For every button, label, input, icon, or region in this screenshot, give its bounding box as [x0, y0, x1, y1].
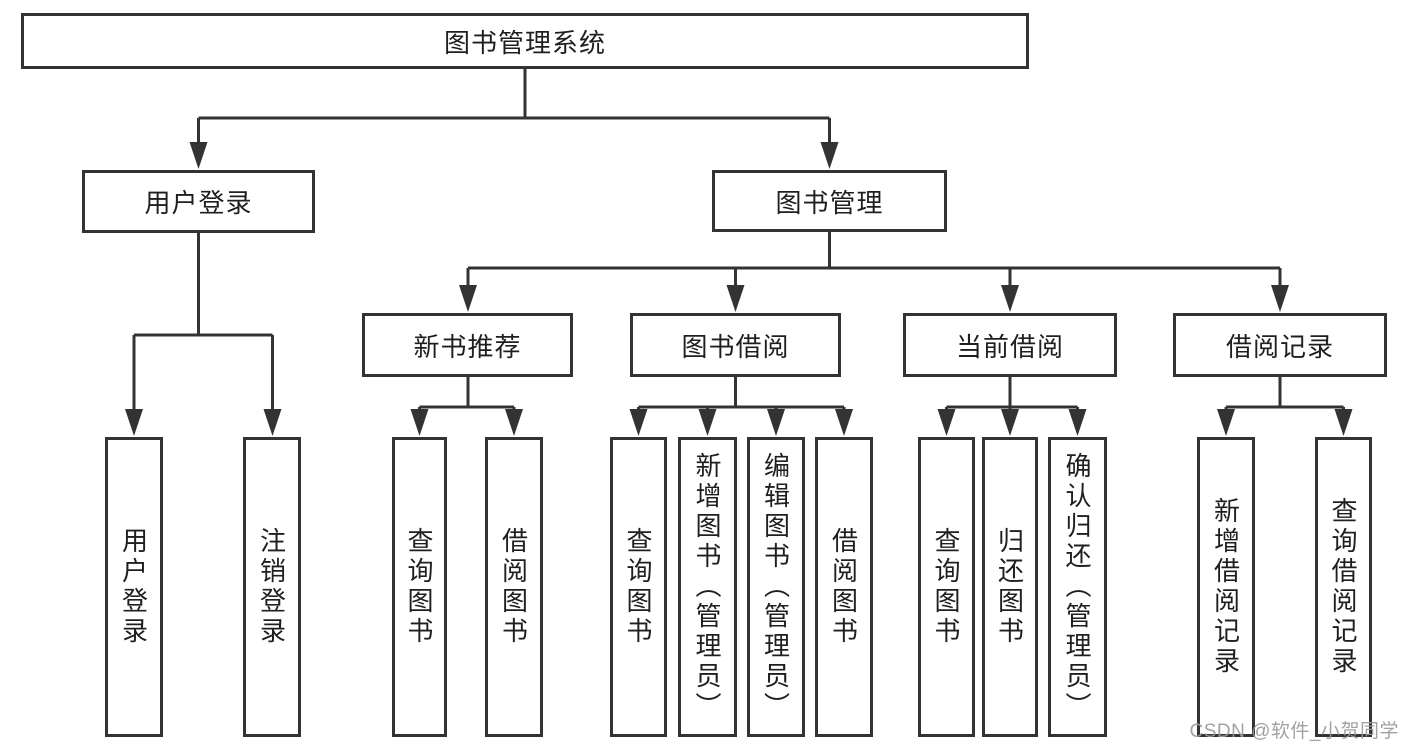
- leaf-query-books-borrowing: 查询图书: [610, 437, 667, 737]
- leaf-logout-label: 注销登录: [256, 527, 287, 647]
- leaf-user-login: 用户登录: [105, 437, 163, 737]
- leaf-return-books-label: 归还图书: [994, 527, 1025, 647]
- leaf-add-book-admin: 新增图书（管理员）: [678, 437, 737, 737]
- leaf-add-borrow-record: 新增借阅记录: [1197, 437, 1255, 737]
- leaf-borrow-books-recommend-label: 借阅图书: [498, 527, 529, 647]
- leaf-logout: 注销登录: [243, 437, 301, 737]
- node-current-borrowing: 当前借阅: [903, 313, 1117, 377]
- leaf-query-books-borrowing-label: 查询图书: [623, 527, 653, 647]
- leaf-add-borrow-record-label: 新增借阅记录: [1210, 497, 1241, 677]
- tree-edges: [132, 69, 1345, 412]
- node-user-login: 用户登录: [82, 170, 315, 233]
- leaf-query-borrow-record: 查询借阅记录: [1315, 437, 1372, 737]
- node-new-book-recommend: 新书推荐: [362, 313, 573, 377]
- leaf-edit-book-admin: 编辑图书（管理员）: [747, 437, 805, 737]
- leaf-query-books-current-label: 查询图书: [931, 527, 961, 647]
- node-book-management: 图书管理: [712, 170, 947, 232]
- leaf-query-books-recommend: 查询图书: [392, 437, 447, 737]
- node-book-borrowing: 图书借阅: [630, 313, 841, 377]
- leaf-user-login-label: 用户登录: [118, 527, 149, 647]
- leaf-return-books: 归还图书: [982, 437, 1038, 737]
- leaf-edit-book-admin-label: 编辑图书（管理员）: [760, 452, 791, 722]
- leaf-add-book-admin-label: 新增图书（管理员）: [692, 452, 722, 722]
- leaf-confirm-return-admin: 确认归还（管理员）: [1048, 437, 1107, 737]
- leaf-query-borrow-record-label: 查询借阅记录: [1328, 497, 1358, 677]
- leaf-borrow-books-recommend: 借阅图书: [485, 437, 543, 737]
- arrowheads: [125, 142, 1353, 436]
- leaf-borrow-books-borrowing: 借阅图书: [815, 437, 873, 737]
- csdn-watermark: CSDN @软件_小贺同学: [1189, 721, 1399, 742]
- node-library-management-system: 图书管理系统: [21, 13, 1029, 69]
- leaf-borrow-books-borrowing-label: 借阅图书: [828, 527, 859, 647]
- leaf-confirm-return-admin-label: 确认归还（管理员）: [1062, 452, 1092, 722]
- leaf-query-books-recommend-label: 查询图书: [404, 527, 434, 647]
- leaf-query-books-current: 查询图书: [918, 437, 975, 737]
- node-borrowing-records: 借阅记录: [1173, 313, 1387, 377]
